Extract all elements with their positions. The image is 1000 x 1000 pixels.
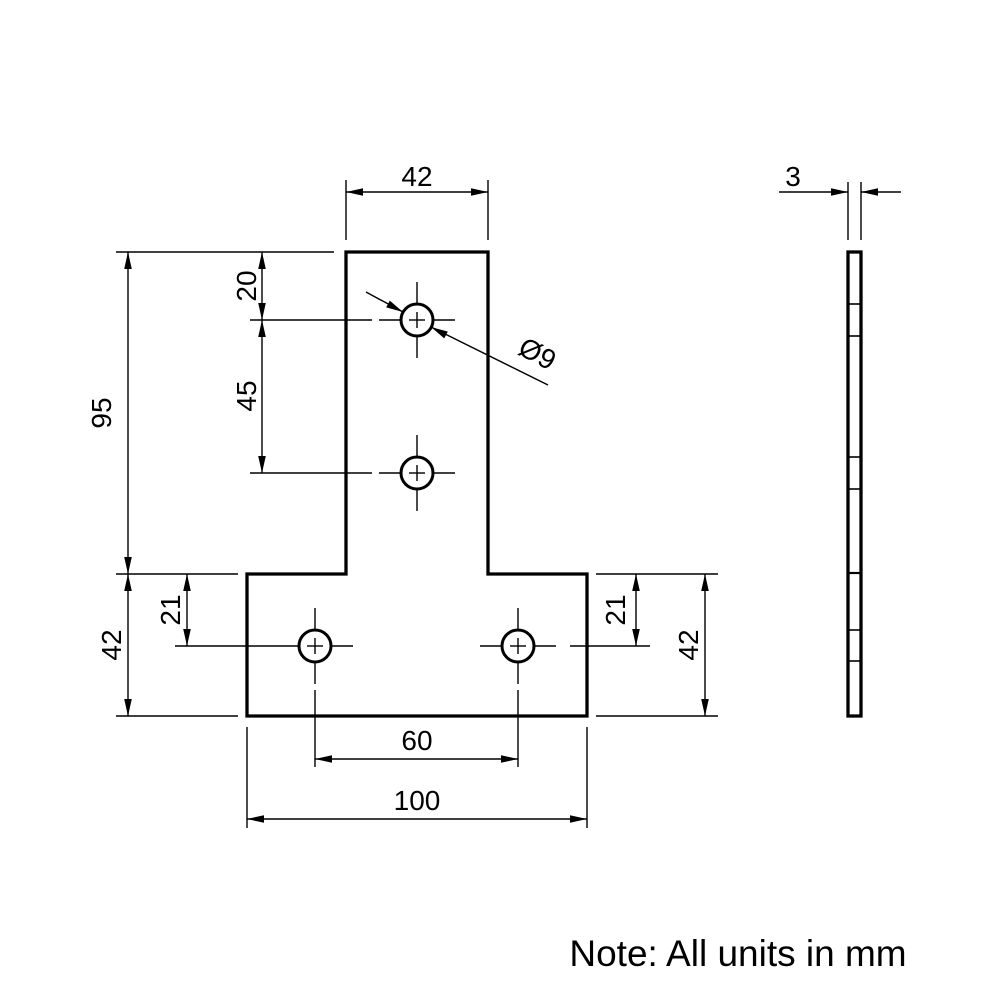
dim-hole-offset-left-label: 21 <box>155 594 186 625</box>
dim-base-hole-pitch-label: 60 <box>401 725 432 756</box>
dim-thickness: 3 <box>779 161 901 240</box>
dim-thickness-label: 3 <box>785 161 801 192</box>
dim-base-height-right: 42 <box>596 573 718 717</box>
dim-base-height-right-label: 42 <box>673 629 704 660</box>
dim-hole-offset-right: 21 <box>570 574 650 647</box>
dim-base-width: 100 <box>246 727 588 828</box>
side-view-outline <box>846 250 863 718</box>
dim-top-hole-offset-label: 20 <box>231 270 262 301</box>
dimensions: 42 3 95 20 <box>86 161 901 828</box>
units-note: Note: All units in mm <box>569 933 906 974</box>
hole-top <box>379 282 455 358</box>
side-view <box>846 250 863 718</box>
front-view-outline <box>245 250 589 718</box>
hole-middle <box>379 435 455 511</box>
dim-hole-offset-right-label: 21 <box>600 594 631 625</box>
dim-stem-width-label: 42 <box>401 161 432 192</box>
dim-hole-offset-left: 21 <box>155 574 277 647</box>
hole-base-right <box>480 608 556 684</box>
dim-base-hole-pitch: 60 <box>314 690 519 767</box>
dim-stem-height: 95 <box>86 251 334 574</box>
dim-stem-hole-pitch-label: 45 <box>231 380 262 411</box>
dim-stem-width: 42 <box>345 161 489 240</box>
dim-hole-diameter: Ø9 <box>365 291 562 386</box>
dim-top-hole-offset: 20 <box>231 252 372 321</box>
dim-hole-diameter-label: Ø9 <box>514 331 562 376</box>
dim-stem-height-label: 95 <box>86 397 117 428</box>
dim-base-width-label: 100 <box>394 785 441 816</box>
dim-stem-hole-pitch: 45 <box>231 320 372 474</box>
hole-base-left <box>277 608 353 684</box>
dim-base-height-left: 42 <box>96 573 238 717</box>
front-view <box>245 250 589 718</box>
dim-base-height-left-label: 42 <box>96 629 127 660</box>
